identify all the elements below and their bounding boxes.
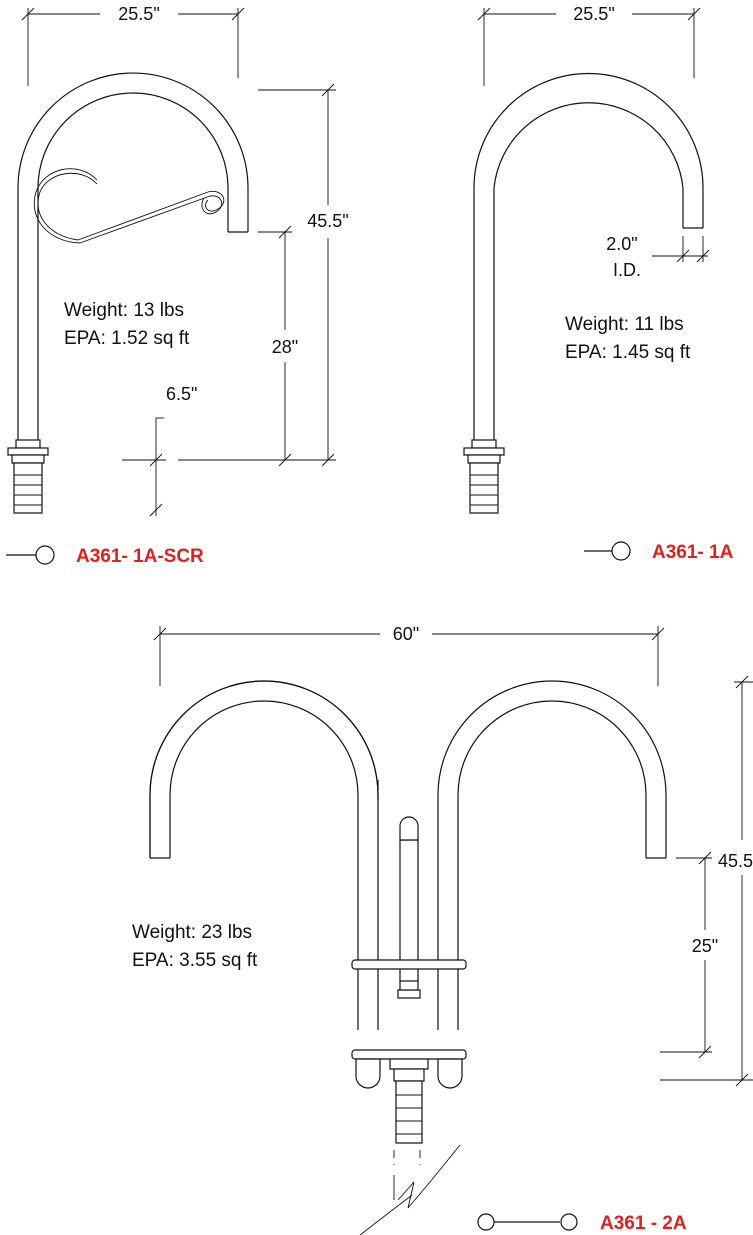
drawing-a361-2a: 60" 45.5" 25" Weight: 23 lbs EPA: 3.55 s…: [132, 624, 753, 1235]
drop-dimension: 28": [258, 225, 298, 467]
model-symbol: [477, 1213, 578, 1231]
arm-inner-line: [37, 92, 229, 440]
model-label: A361- 1A-SCR: [76, 546, 204, 567]
model-label: A361 - 2A: [600, 1213, 687, 1234]
height-dimension: 45.5": [660, 675, 753, 1087]
width-dimension: 25.5": [21, 4, 245, 86]
right-arm-outline: [437, 680, 667, 1030]
height-dimension-label: 45.5": [718, 851, 753, 871]
model-label: A361- 1A: [652, 542, 734, 563]
left-arm-outer-line: [149, 680, 379, 858]
tenon-dimension-label: 6.5": [166, 384, 197, 404]
model-symbol: [6, 545, 55, 565]
base-fitting: [7, 439, 49, 514]
width-dimension-label: 25.5": [118, 4, 159, 24]
width-dimension: 25.5": [477, 4, 701, 86]
left-arm-inner-line: [169, 700, 359, 1030]
id-dimension: 2.0" I.D.: [606, 234, 710, 280]
height-dimension-label: 45.5": [307, 211, 348, 231]
arm-outer-line: [473, 72, 704, 440]
drop-dimension-label: 25": [692, 936, 718, 956]
epa-label: EPA: 1.45 sq ft: [565, 342, 691, 363]
height-dimension: 45.5": [178, 83, 349, 467]
id-label: I.D.: [613, 260, 641, 280]
center-post-assembly: [351, 816, 467, 1144]
id-value-label: 2.0": [606, 234, 637, 254]
drawing-a361-1a: 25.5" 2.0" I.D. Weight: 11 lbs EPA: 1.45…: [463, 4, 734, 563]
model-symbol: [584, 541, 631, 561]
width-dimension-label: 60": [393, 624, 419, 644]
scroll-ornament: [33, 168, 225, 244]
arm-inner-line: [493, 102, 684, 440]
weight-label: Weight: 11 lbs: [565, 314, 684, 335]
width-dimension: 60": [153, 624, 665, 686]
tenon-dimension: 6.5": [122, 384, 197, 517]
arm-outer-line: [17, 72, 249, 440]
left-arm-outline: [149, 680, 379, 1030]
drawing-a361-1a-scr: 25.5" 45.5" 28" 6.5": [6, 4, 349, 567]
right-arm-inner-line: [457, 700, 647, 1030]
width-dimension-label: 25.5": [573, 4, 614, 24]
drop-dimension: 25": [660, 851, 718, 1059]
base-fitting: [463, 439, 505, 514]
weight-label: Weight: 23 lbs: [132, 922, 252, 943]
pole-break: [359, 1144, 461, 1235]
drop-dimension-label: 28": [272, 337, 298, 357]
weight-label: Weight: 13 lbs: [64, 300, 184, 321]
epa-label: EPA: 3.55 sq ft: [132, 950, 258, 971]
epa-label: EPA: 1.52 sq ft: [64, 328, 190, 349]
